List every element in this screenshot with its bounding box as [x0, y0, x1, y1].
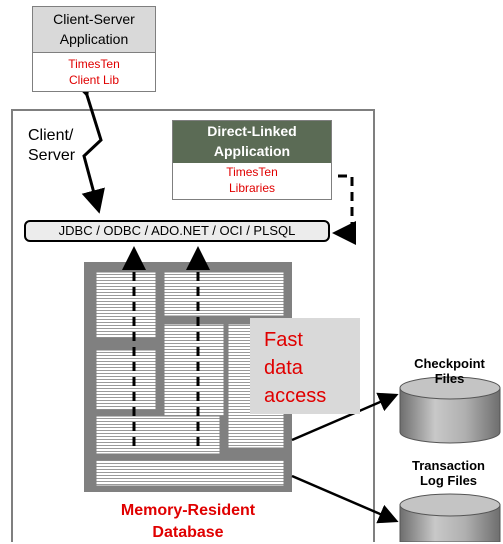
- fast-data-access-label: Fast data access: [264, 326, 326, 410]
- transaction-log-files-label: Transaction Log Files: [394, 458, 503, 488]
- database-block: [84, 262, 292, 492]
- client-server-label-1: Client/: [28, 127, 74, 144]
- direct-link-arrow: [332, 174, 356, 245]
- log-cylinder: [399, 493, 501, 542]
- api-bar: JDBC / ODBC / ADO.NET / OCI / PLSQL: [24, 220, 330, 242]
- direct-linked-app-box: Direct-Linked Application TimesTen Libra…: [172, 120, 332, 200]
- transaction-log-files-label-2: Log Files: [419, 473, 478, 488]
- checkpoint-files-label: Checkpoint Files: [396, 356, 503, 386]
- direct-linked-app-header: Direct-Linked Application: [173, 121, 331, 163]
- checkpoint-files-label-1: Checkpoint: [414, 356, 485, 371]
- timesten-libraries-label-2: Libraries: [228, 181, 276, 195]
- checkpoint-cylinder: [399, 376, 501, 444]
- api-bar-label: JDBC / ODBC / ADO.NET / OCI / PLSQL: [58, 223, 296, 238]
- client-server-app-box: Client-Server Application TimesTen Clien…: [32, 6, 156, 92]
- database-caption: Memory-Resident Database: [78, 500, 298, 544]
- database-caption-2: Database: [152, 524, 224, 541]
- database-caption-1: Memory-Resident: [120, 502, 256, 519]
- client-server-app-header: Client-Server Application: [33, 7, 155, 53]
- client-server-connection-label: Client/ Server: [28, 126, 75, 166]
- server-frame: [11, 109, 375, 542]
- checkpoint-files-label-2: Files: [434, 371, 465, 386]
- fast-data-access-box: Fast data access: [250, 318, 360, 414]
- client-lib-label-2: Client Lib: [68, 73, 120, 87]
- client-lib-label-1: TimesTen: [68, 57, 120, 71]
- arrow-to-checkpoint: [291, 392, 399, 442]
- client-server-app-title-1: Client-Server: [53, 11, 135, 27]
- timesten-libraries-label-1: TimesTen: [226, 165, 278, 179]
- arrow-to-log: [291, 474, 399, 524]
- transaction-log-files-label-1: Transaction: [412, 458, 485, 473]
- direct-linked-app-title-1: Direct-Linked: [207, 123, 297, 139]
- fast-data-access-line-3: access: [264, 385, 327, 407]
- client-server-label-2: Server: [28, 147, 76, 164]
- client-server-app-title-2: Application: [59, 31, 129, 47]
- fast-data-access-line-2: data: [264, 357, 303, 379]
- direct-linked-app-title-2: Application: [213, 143, 291, 159]
- client-server-arrow: [69, 71, 105, 214]
- fast-data-access-line-1: Fast: [264, 329, 303, 351]
